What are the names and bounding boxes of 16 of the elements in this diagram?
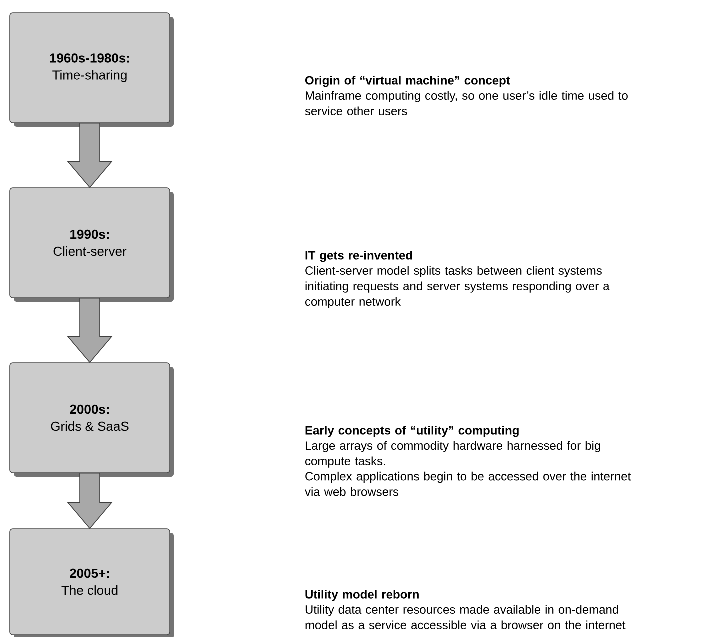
arrow	[67, 123, 113, 188]
heading: Utility model reborn	[306, 590, 419, 602]
stage-box: 1960s-1980s: Time-sharing	[10, 12, 174, 127]
heading: Early concepts of “utility” computing	[306, 426, 519, 438]
description-text: Client-server model splits tasks between client systems initiating requests and server systems responding over a computer network	[306, 266, 610, 308]
arrow	[67, 473, 113, 530]
description-text: Mainframe computing costly, so one user’s idle time used to service other users	[305, 91, 628, 116]
heading: IT gets re-invented	[306, 251, 412, 262]
stage-box: 2000s: Grids & SaaS	[10, 362, 174, 477]
stage-box: 2005+: The cloud	[10, 528, 174, 637]
arrow	[67, 298, 113, 364]
heading: Origin of “virtual machine” concept	[306, 76, 510, 88]
description-text: Utility data center resources made available in on-demand model as a service accessible via a browser on the internet	[306, 605, 626, 630]
description-text: Large arrays of commodity hardware harnessed for big compute tasks.	[306, 441, 600, 468]
stage-box: 1990s: Client-server	[10, 188, 174, 302]
description-text: Complex applications begin to be accessed over the internet via web browsers	[305, 472, 632, 496]
